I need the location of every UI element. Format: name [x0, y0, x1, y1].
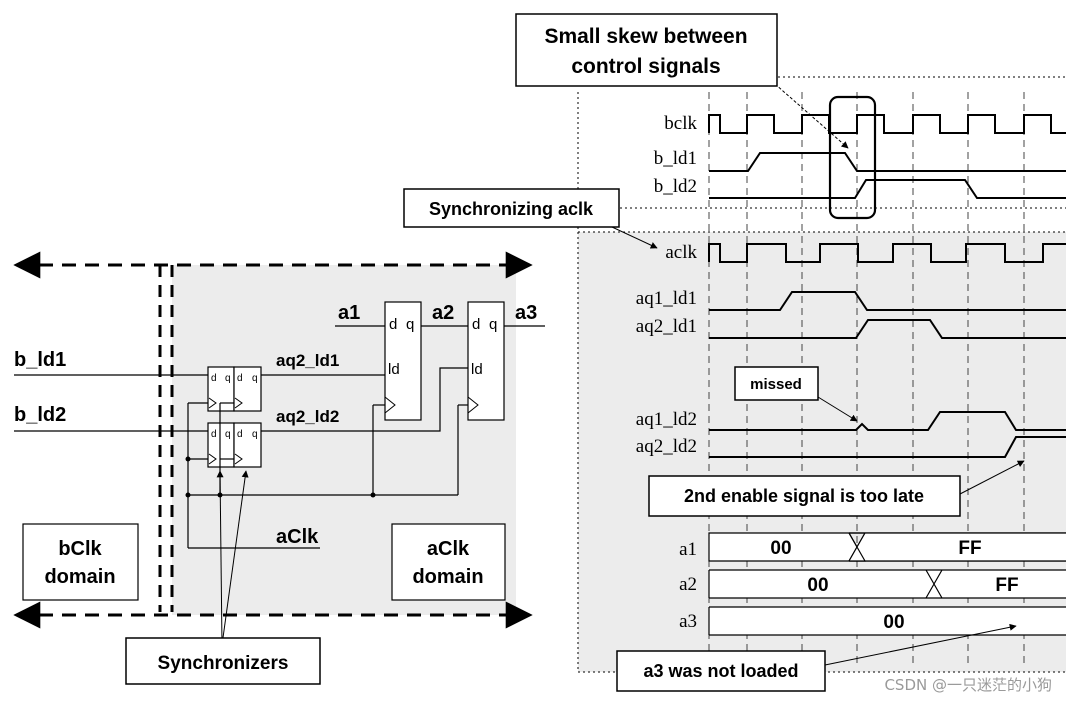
svg-text:aq2_ld1: aq2_ld1	[636, 316, 697, 337]
svg-text:aq1_ld1: aq1_ld1	[636, 288, 697, 309]
svg-text:q: q	[406, 316, 414, 333]
input-b-ld1-label: b_ld1	[14, 349, 66, 371]
synchronizers-callout: Synchronizers	[125, 470, 321, 685]
aclk-waveform-region	[578, 232, 1066, 672]
svg-text:2nd enable signal is too late: 2nd enable signal is too late	[684, 486, 924, 506]
sync-aclk-callout: Synchronizing aclk	[403, 188, 658, 249]
aclk-domain-box: aClk domain	[391, 523, 506, 601]
svg-text:aclk: aclk	[665, 242, 697, 263]
svg-text:a3: a3	[679, 611, 697, 632]
svg-text:bclk: bclk	[664, 113, 697, 134]
svg-text:bClk: bClk	[58, 538, 102, 560]
svg-text:ld: ld	[388, 361, 400, 378]
svg-text:domain: domain	[412, 566, 483, 588]
wave-aq1-ld2	[709, 411, 1066, 431]
svg-text:aq1_ld2: aq1_ld2	[636, 409, 697, 430]
svg-text:d: d	[237, 373, 243, 384]
svg-text:d: d	[237, 429, 243, 440]
svg-text:d: d	[211, 429, 217, 440]
svg-text:ld: ld	[471, 361, 483, 378]
net-aq2-ld2-label: aq2_ld2	[276, 407, 339, 426]
svg-text:00: 00	[807, 575, 828, 596]
svg-text:b_ld2: b_ld2	[654, 176, 697, 197]
svg-text:d: d	[389, 316, 397, 333]
svg-text:q: q	[489, 316, 497, 333]
late-enable-callout: 2nd enable signal is too late	[648, 460, 1025, 517]
net-a1-label: a1	[338, 302, 360, 324]
wave-b-ld1	[709, 152, 1066, 172]
svg-text:aq2_ld2: aq2_ld2	[636, 436, 697, 457]
missed-callout: missed	[734, 366, 858, 422]
signal-labels: bclk b_ld1 b_ld2 aclk aq1_ld1 aq2_ld1 aq…	[636, 113, 698, 632]
svg-text:a2: a2	[679, 574, 697, 595]
svg-text:a3 was not loaded: a3 was not loaded	[643, 661, 798, 681]
wave-aclk	[708, 243, 1066, 263]
bclk-domain-box: bClk domain	[22, 523, 139, 601]
wave-aq2-ld1	[709, 319, 1066, 339]
svg-text:Synchronizing aclk: Synchronizing aclk	[429, 199, 594, 219]
svg-text:FF: FF	[995, 575, 1018, 596]
aclk-input-label: aClk	[276, 526, 319, 548]
bus-a3: 00	[708, 606, 1066, 636]
svg-text:FF: FF	[958, 538, 981, 559]
svg-text:q: q	[225, 429, 231, 440]
input-b-ld2-label: b_ld2	[14, 404, 66, 426]
svg-text:Synchronizers: Synchronizers	[158, 653, 289, 674]
skew-highlight	[828, 95, 877, 220]
svg-text:d: d	[472, 316, 480, 333]
watermark: CSDN @一只迷茫的小狗	[884, 676, 1052, 694]
svg-text:aClk: aClk	[427, 538, 470, 560]
svg-text:q: q	[225, 373, 231, 384]
svg-text:00: 00	[883, 612, 904, 633]
svg-text:control signals: control signals	[571, 55, 720, 78]
bus-a1: 00 FF	[708, 532, 1066, 562]
svg-text:d: d	[211, 373, 217, 384]
a3-not-loaded-callout: a3 was not loaded	[616, 623, 1017, 692]
svg-text:a1: a1	[679, 539, 697, 560]
svg-text:q: q	[252, 373, 258, 384]
svg-text:00: 00	[770, 538, 791, 559]
svg-text:b_ld1: b_ld1	[654, 148, 697, 169]
svg-text:q: q	[252, 429, 258, 440]
wave-aq2-ld2	[709, 436, 1066, 458]
register-a3: d q ld	[467, 301, 505, 421]
wave-aq1-ld1	[709, 291, 1066, 311]
svg-text:Small skew between: Small skew between	[544, 25, 747, 48]
wave-bclk	[708, 114, 1066, 134]
wave-b-ld2	[709, 179, 1066, 199]
net-a2-label: a2	[432, 302, 454, 324]
timing: bclk b_ld1 b_ld2 aclk aq1_ld1 aq2_ld1 aq…	[403, 13, 1066, 694]
schematic: b_ld1 b_ld2 d q d q d q d q aq2_ld1	[13, 251, 545, 685]
bus-a2: 00 FF	[708, 569, 1066, 599]
synchronizer-lower: d q d q	[207, 422, 262, 468]
net-a3-label: a3	[515, 302, 537, 324]
skew-callout: Small skew between control signals	[515, 13, 849, 149]
svg-text:domain: domain	[44, 566, 115, 588]
svg-text:missed: missed	[750, 376, 802, 393]
synchronizer-upper: d q d q	[207, 366, 262, 412]
net-aq2-ld1-label: aq2_ld1	[276, 351, 339, 370]
register-a2: d q ld	[384, 301, 422, 421]
clock-net	[187, 402, 468, 549]
